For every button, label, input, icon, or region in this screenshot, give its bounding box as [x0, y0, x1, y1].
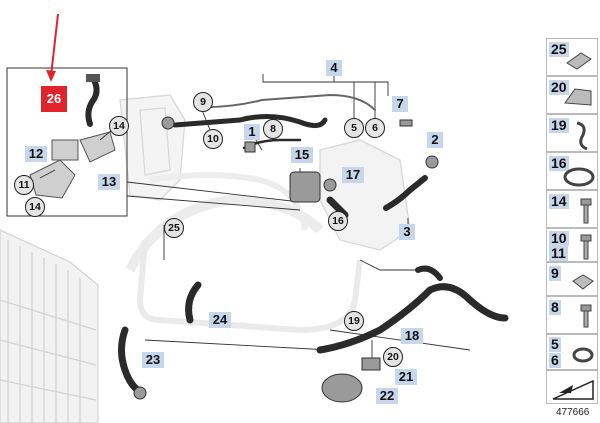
label-24: 24	[209, 312, 231, 328]
components	[133, 116, 439, 403]
hose-clamp-icon	[563, 167, 595, 187]
legend-item-10-11: 10 11	[546, 228, 598, 262]
legend-item-20: 20	[546, 76, 598, 114]
legend-item-25: 25	[546, 38, 598, 76]
circle-label-14-top: 14	[109, 116, 129, 136]
circle-label-8: 8	[263, 119, 283, 139]
label-3: 3	[399, 224, 415, 240]
circle-label-16: 16	[328, 211, 348, 231]
label-1: 1	[244, 124, 260, 140]
label-17: 17	[342, 167, 364, 183]
detail-frame	[6, 67, 128, 217]
label-18: 18	[401, 328, 423, 344]
circle-label-6: 6	[365, 118, 385, 138]
red-arrow	[46, 13, 59, 82]
inset-hose-end	[86, 74, 100, 82]
legend-nav-arrow[interactable]	[546, 370, 598, 404]
small-screw-icon	[580, 304, 592, 328]
circle-label-5: 5	[344, 118, 364, 138]
label-2: 2	[427, 132, 443, 148]
arrow-icon	[552, 379, 594, 400]
legend-item-14: 14	[546, 190, 598, 228]
bracket-clip-icon	[564, 88, 592, 106]
inset-bracket	[29, 131, 116, 199]
circle-label-9: 9	[193, 92, 213, 112]
label-15: 15	[291, 147, 313, 163]
legend-item-19: 19	[546, 114, 598, 152]
hose-clip-icon	[576, 121, 588, 151]
legend-item-9: 9	[546, 262, 598, 296]
radiator-ghost	[0, 229, 99, 423]
label-21: 21	[395, 369, 417, 385]
label-7: 7	[392, 96, 408, 112]
nut-icon	[572, 274, 594, 290]
inset-hose	[85, 77, 100, 127]
circle-label-25: 25	[164, 218, 184, 238]
washer-icon	[572, 347, 594, 363]
circle-label-10: 10	[203, 129, 223, 149]
diagram-ref-number: 477666	[556, 407, 590, 418]
circle-label-14-bottom: 14	[25, 197, 45, 217]
bolt-icon	[580, 234, 592, 260]
circle-label-19: 19	[344, 311, 364, 331]
legend-item-8: 8	[546, 296, 598, 334]
label-13: 13	[98, 174, 120, 190]
legend-item-5-6: 5 6	[546, 334, 598, 370]
label-22: 22	[376, 388, 398, 404]
legend-item-16: 16	[546, 152, 598, 190]
label-23: 23	[142, 352, 164, 368]
circle-label-11: 11	[14, 175, 34, 195]
screw-icon	[580, 198, 592, 224]
label-12: 12	[25, 146, 47, 162]
highlight-label-26: 26	[41, 86, 67, 112]
label-4: 4	[326, 60, 342, 76]
circle-label-20: 20	[383, 347, 403, 367]
clip-icon	[566, 52, 592, 70]
